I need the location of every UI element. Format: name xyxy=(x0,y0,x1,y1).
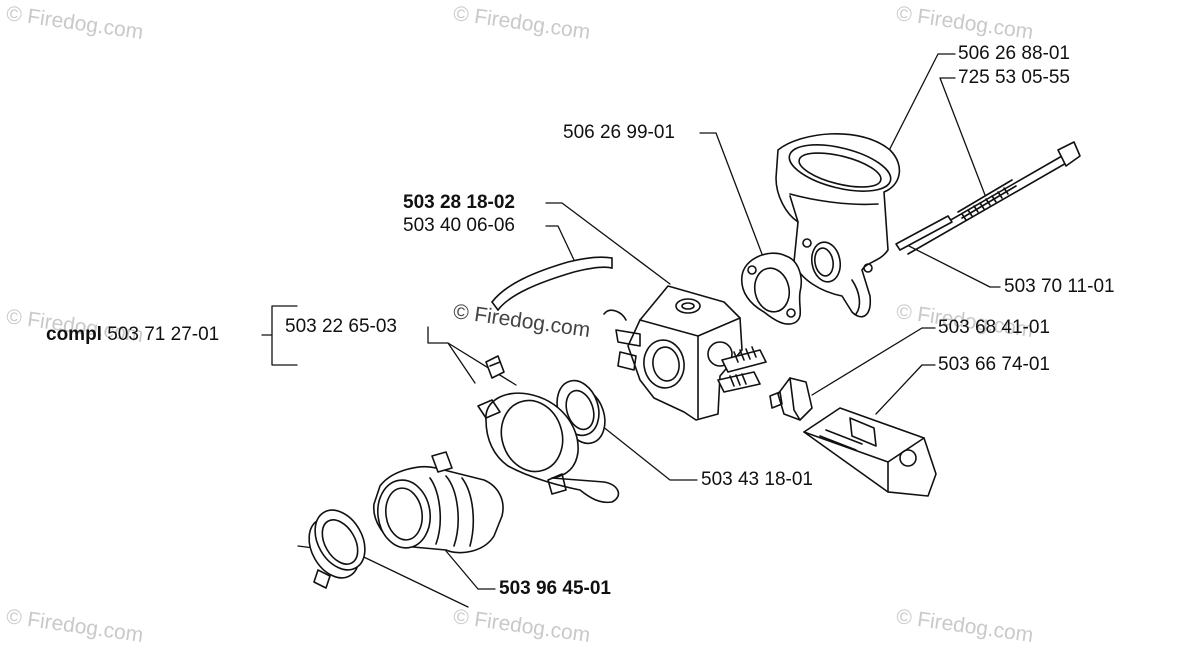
part-label-503-70-11-01: 503 70 11-01 xyxy=(1004,276,1115,297)
part-label-725-53-05-55: 725 53 05-55 xyxy=(958,67,1070,88)
leader-lines xyxy=(261,53,1001,608)
hose-clamp xyxy=(308,509,366,589)
throttle-bracket xyxy=(803,407,937,497)
part-label-506-26-88-01: 506 26 88-01 xyxy=(958,43,1070,64)
intake-adapter xyxy=(775,133,901,318)
clamp-plate xyxy=(477,392,620,504)
pin xyxy=(895,215,953,251)
part-label-503-66-74-01: 503 66 74-01 xyxy=(938,354,1050,375)
compl-word: compl xyxy=(46,324,102,345)
compl-label: compl 503 71 27-01 xyxy=(46,325,219,345)
part-label-503-68-41-01: 503 68 41-01 xyxy=(938,317,1050,338)
gasket xyxy=(740,252,802,325)
part-label-503-28-18-02: 503 28 18-02 xyxy=(403,192,515,213)
intake-boot xyxy=(373,451,504,554)
carburetor xyxy=(603,285,767,421)
part-label-503-40-06-06: 503 40 06-06 xyxy=(403,215,515,236)
part-label-503-71-27-01: 503 71 27-01 xyxy=(107,324,220,345)
part-label-503-22-65-03: 503 22 65-03 xyxy=(285,316,397,337)
part-label-503-96-45-01: 503 96 45-01 xyxy=(499,578,611,599)
clip xyxy=(485,355,505,379)
part-label-503-43-18-01: 503 43 18-01 xyxy=(701,469,813,490)
fuel-hose xyxy=(491,256,613,311)
part-label-506-26-99-01: 506 26 99-01 xyxy=(563,122,675,143)
choke-part xyxy=(769,377,813,421)
long-screw xyxy=(901,141,1081,255)
